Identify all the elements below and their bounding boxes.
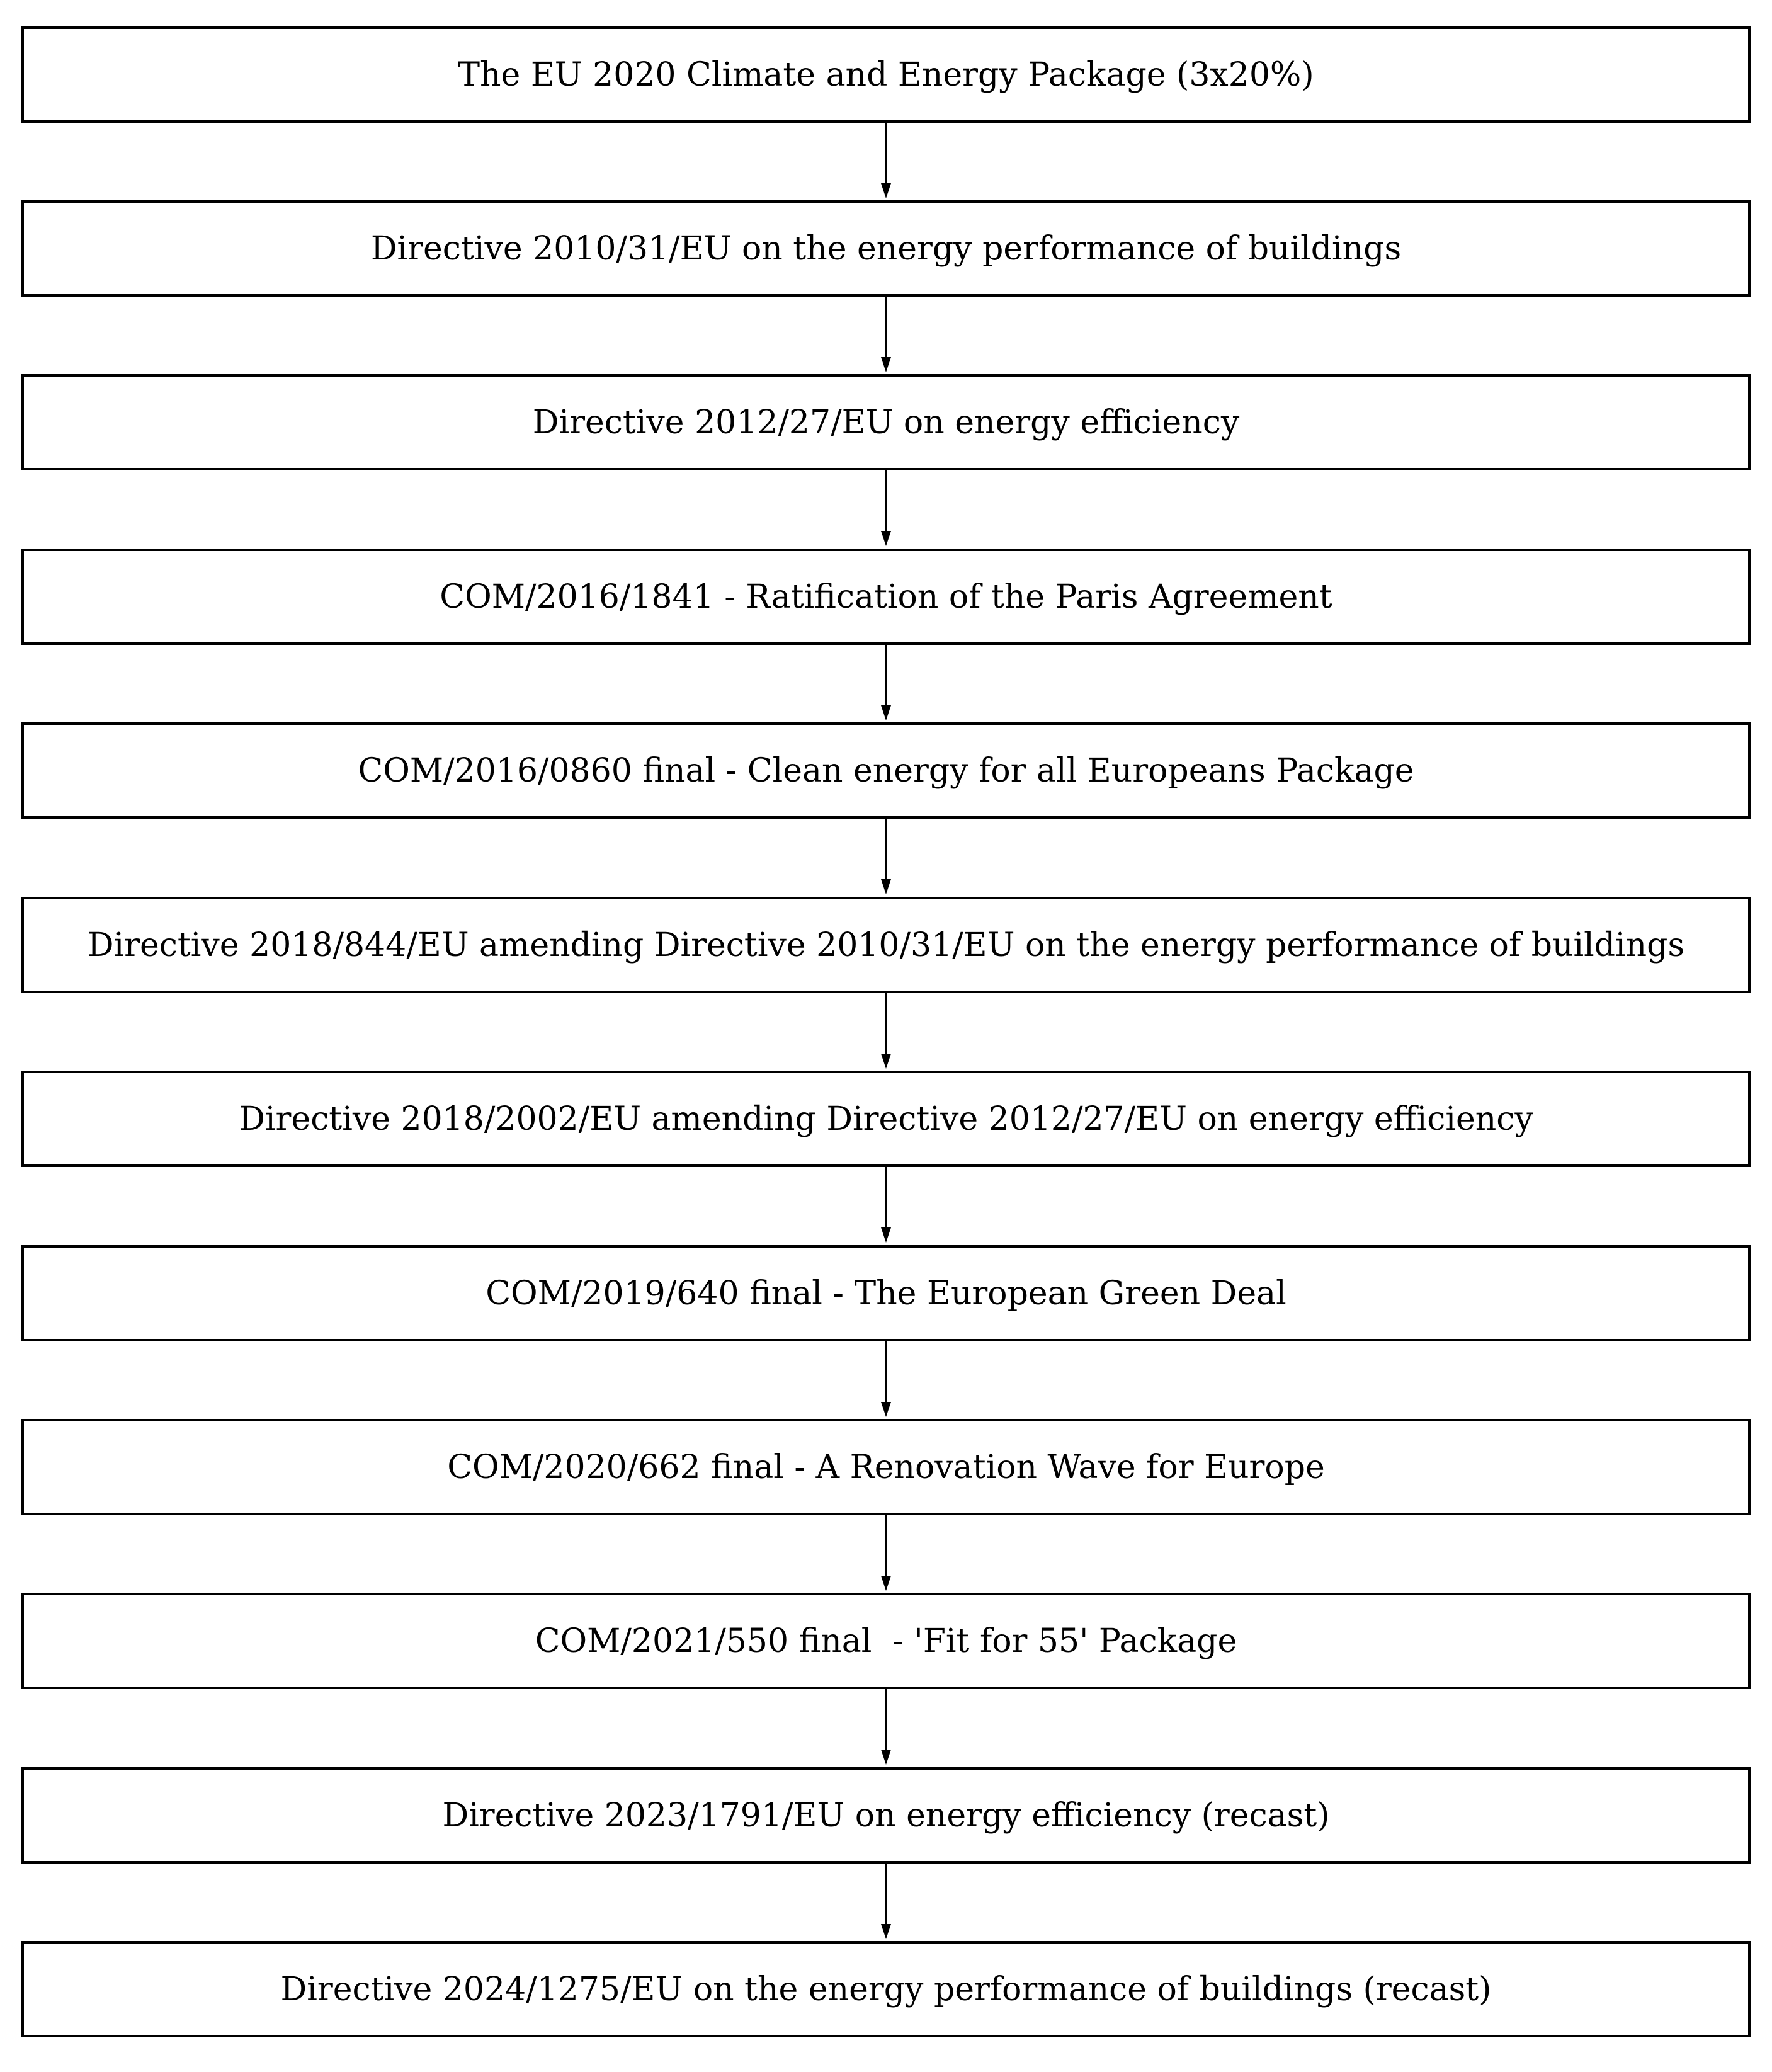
down-arrow-icon xyxy=(881,123,891,198)
step-box-com-2016-1841: COM/2016/1841 - Ratification of the Pari… xyxy=(21,549,1751,645)
down-arrow-icon xyxy=(881,1341,891,1417)
down-arrow-icon xyxy=(881,819,891,894)
down-arrow-icon xyxy=(881,297,891,372)
step-box-directive-2018-844: Directive 2018/844/EU amending Directive… xyxy=(21,897,1751,993)
step-box-directive-2024-1275: Directive 2024/1275/EU on the energy per… xyxy=(21,1941,1751,2037)
step-label: Directive 2018/844/EU amending Directive… xyxy=(87,926,1685,964)
step-label: COM/2016/0860 final - Clean energy for a… xyxy=(358,751,1414,790)
step-label: COM/2021/550 final - 'Fit for 55' Packag… xyxy=(535,1622,1237,1660)
step-box-directive-2018-2002: Directive 2018/2002/EU amending Directiv… xyxy=(21,1071,1751,1167)
step-label: Directive 2010/31/EU on the energy perfo… xyxy=(370,229,1402,268)
step-label: Directive 2024/1275/EU on the energy per… xyxy=(280,1970,1492,2008)
step-box-com-2020-662: COM/2020/662 final - A Renovation Wave f… xyxy=(21,1419,1751,1515)
down-arrow-icon xyxy=(881,993,891,1069)
step-box-com-2019-640: COM/2019/640 final - The European Green … xyxy=(21,1245,1751,1341)
step-box-directive-2010-31: Directive 2010/31/EU on the energy perfo… xyxy=(21,200,1751,297)
step-box-directive-2023-1791: Directive 2023/1791/EU on energy efficie… xyxy=(21,1767,1751,1864)
down-arrow-icon xyxy=(881,645,891,720)
down-arrow-icon xyxy=(881,470,891,546)
step-box-eu-2020-package: The EU 2020 Climate and Energy Package (… xyxy=(21,26,1751,123)
step-label: Directive 2023/1791/EU on energy efficie… xyxy=(442,1796,1330,1835)
down-arrow-icon xyxy=(881,1864,891,1939)
down-arrow-icon xyxy=(881,1515,891,1591)
step-box-com-2016-0860: COM/2016/0860 final - Clean energy for a… xyxy=(21,722,1751,819)
step-label: The EU 2020 Climate and Energy Package (… xyxy=(458,55,1314,94)
step-label: Directive 2018/2002/EU amending Directiv… xyxy=(239,1100,1533,1138)
down-arrow-icon xyxy=(881,1167,891,1243)
step-box-directive-2012-27: Directive 2012/27/EU on energy efficienc… xyxy=(21,374,1751,470)
step-label: COM/2019/640 final - The European Green … xyxy=(486,1274,1286,1312)
step-label: Directive 2012/27/EU on energy efficienc… xyxy=(532,403,1240,441)
down-arrow-icon xyxy=(881,1689,891,1765)
step-box-com-2021-550: COM/2021/550 final - 'Fit for 55' Packag… xyxy=(21,1593,1751,1689)
step-label: COM/2020/662 final - A Renovation Wave f… xyxy=(447,1448,1325,1486)
step-label: COM/2016/1841 - Ratification of the Pari… xyxy=(440,578,1332,616)
